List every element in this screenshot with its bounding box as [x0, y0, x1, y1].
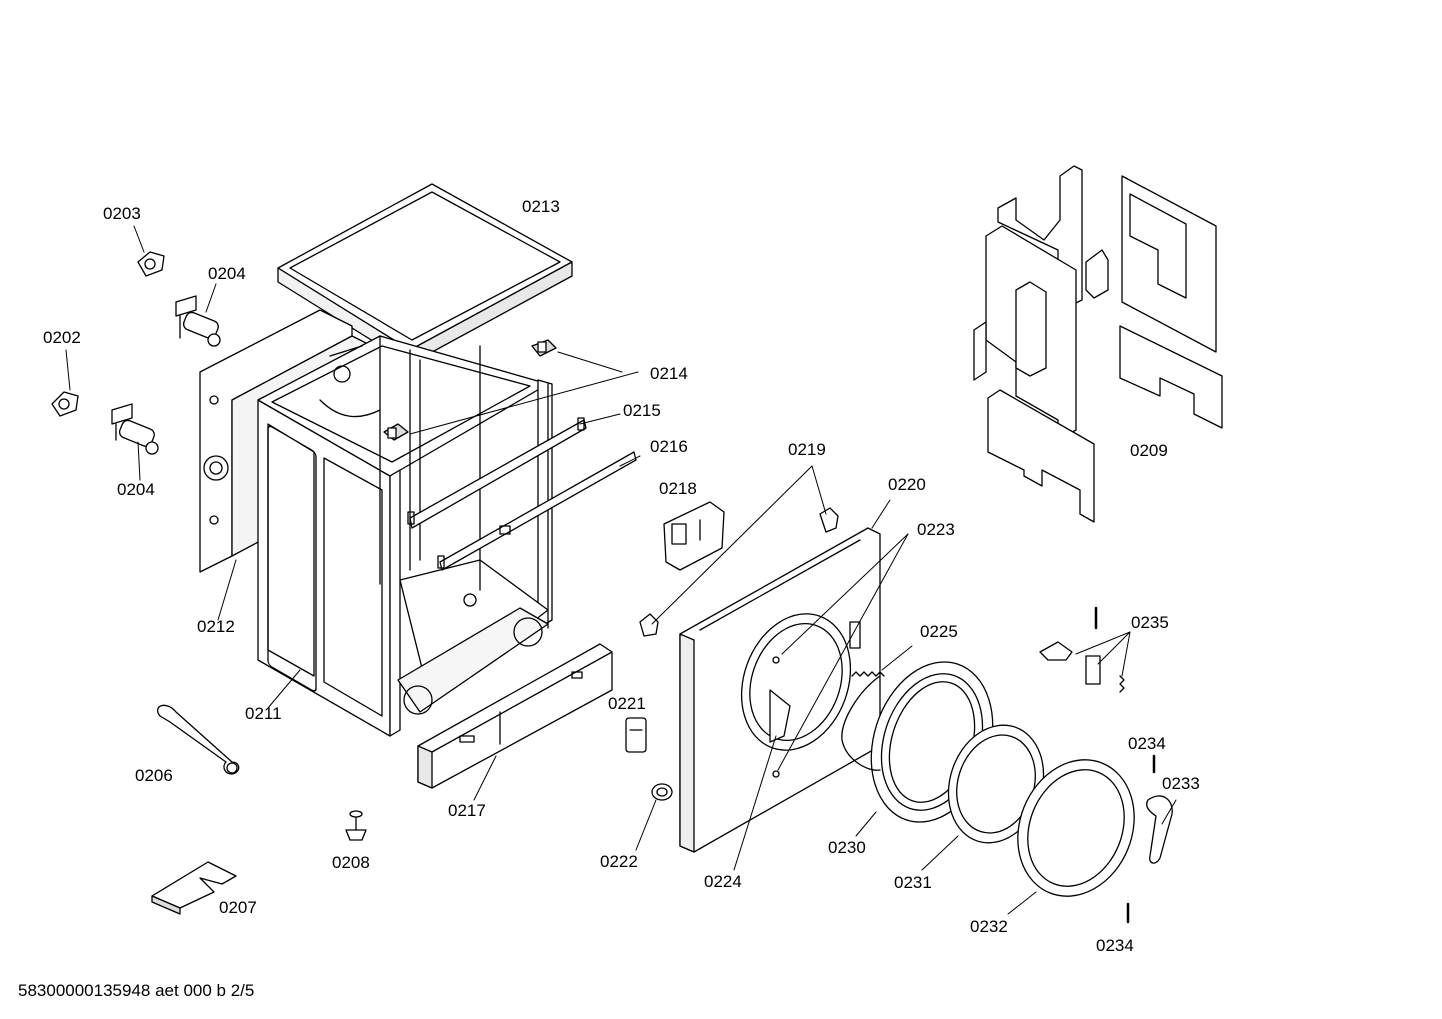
part-0225-spring [851, 671, 885, 677]
label-0231: 0231 [894, 873, 932, 892]
part-0202-cap [51, 391, 79, 417]
label-0232: 0232 [970, 917, 1008, 936]
part-0218-door-lock [663, 501, 725, 571]
label-0209: 0209 [1130, 441, 1168, 460]
label-0204-lower: 0204 [117, 480, 155, 499]
part-0208-foot [345, 810, 367, 841]
part-0206-wrench [157, 704, 240, 775]
part-0211-cabinet [257, 335, 553, 737]
part-0207-shim [151, 861, 237, 915]
part-0233-handle [1146, 795, 1173, 864]
part-0231-door-glass [947, 724, 1045, 844]
leader-lines [65, 225, 1177, 915]
label-0225: 0225 [920, 622, 958, 641]
label-0204-upper: 0204 [208, 264, 246, 283]
part-0214-clips [383, 339, 557, 441]
label-0234-upper: 0234 [1128, 734, 1166, 753]
part-0221-catch [625, 717, 647, 753]
part-0234-pins [1126, 754, 1156, 924]
label-0214: 0214 [650, 364, 688, 383]
label-0208: 0208 [332, 853, 370, 872]
part-0204-valve-upper [175, 295, 221, 347]
label-0211: 0211 [245, 704, 282, 723]
label-0206: 0206 [135, 766, 173, 785]
label-0230: 0230 [828, 838, 866, 857]
label-0234-lower: 0234 [1096, 936, 1134, 955]
label-0223: 0223 [917, 520, 955, 539]
label-0219: 0219 [788, 440, 826, 459]
label-0216: 0216 [650, 437, 688, 456]
part-0224-glass [841, 675, 881, 771]
part-0222-knob [651, 783, 673, 801]
part-0215-cross-brace [407, 417, 587, 529]
part-0232-door-outer [1017, 759, 1135, 897]
label-0212: 0212 [197, 617, 235, 636]
part-0204-valve-lower [111, 403, 159, 455]
label-0213: 0213 [522, 197, 560, 216]
label-0203: 0203 [103, 204, 141, 223]
label-0217: 0217 [448, 801, 486, 820]
label-0233: 0233 [1162, 774, 1200, 793]
label-0235: 0235 [1131, 613, 1169, 632]
label-0222: 0222 [600, 852, 638, 871]
part-0213-worktop [277, 183, 573, 365]
label-0202: 0202 [43, 328, 81, 347]
label-0218: 0218 [659, 479, 697, 498]
part-0217-plinth [417, 643, 613, 789]
part-0216-lower-brace [437, 451, 637, 571]
label-0220: 0220 [888, 475, 926, 494]
part-0203-cap [137, 251, 165, 277]
label-0207: 0207 [219, 898, 257, 917]
document-reference-footer: 58300000135948 aet 000 b 2/5 [18, 981, 255, 1000]
label-0224: 0224 [704, 872, 742, 891]
part-0219-hinge [639, 507, 839, 637]
label-0215: 0215 [623, 401, 661, 420]
part-0235-hinge-parts [1039, 606, 1125, 693]
label-0221: 0221 [608, 694, 646, 713]
part-0209-insulation-pads [973, 165, 1223, 523]
part-0220-front-panel [679, 527, 881, 853]
